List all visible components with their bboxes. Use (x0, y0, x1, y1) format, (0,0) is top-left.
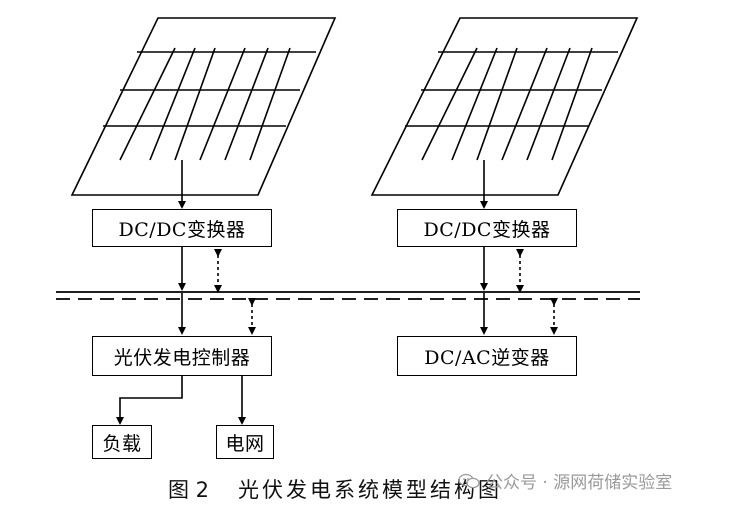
wechat-icon (458, 473, 480, 488)
dc-dc-converter-right: DC/DC变换器 (397, 209, 577, 247)
figure-title: 光伏发电系统模型结构图 (238, 478, 502, 502)
watermark-text: 公众号 · 源网荷储实验室 (486, 473, 673, 493)
load-box: 负载 (92, 425, 152, 459)
watermark: 公众号 · 源网荷储实验室 (458, 468, 672, 493)
dc-dc-converter-left: DC/DC变换器 (92, 209, 272, 247)
pv-panel-left (70, 17, 337, 196)
grid-box: 电网 (216, 425, 274, 459)
pv-controller-box: 光伏发电控制器 (92, 336, 272, 376)
pv-panel-right (370, 17, 639, 196)
dc-ac-inverter-box: DC/AC逆变器 (397, 336, 577, 376)
figure-number: 图 2 (168, 478, 210, 502)
pv-system-diagram (56, 17, 640, 425)
arrow-controller-to-load (116, 376, 183, 425)
